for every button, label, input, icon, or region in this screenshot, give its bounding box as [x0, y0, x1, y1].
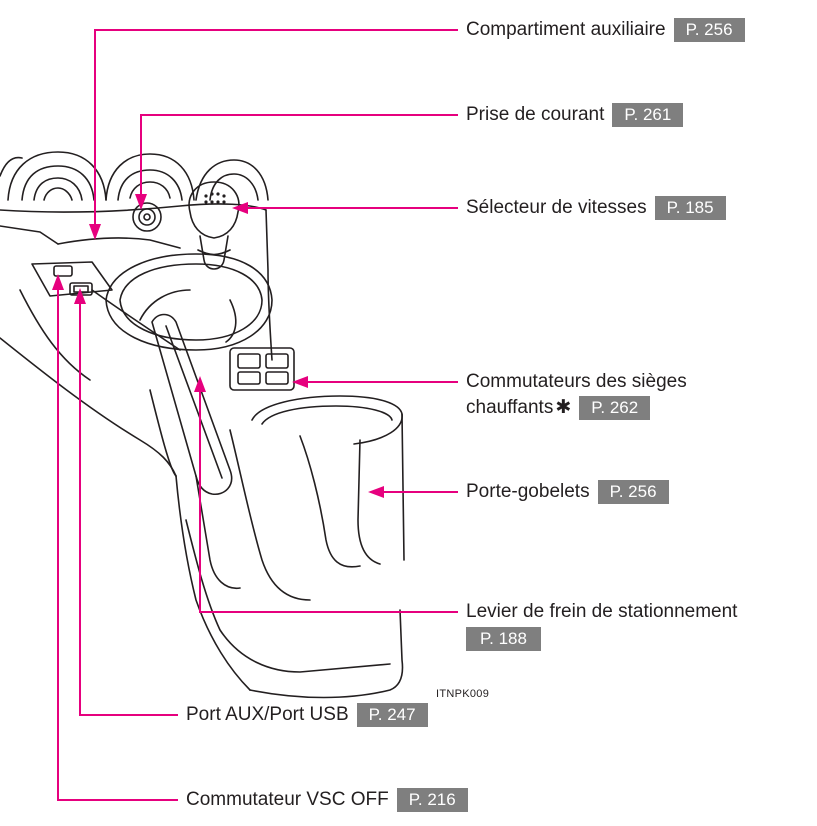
console-drawing: [0, 151, 405, 699]
page-reference: P. 262: [579, 396, 651, 420]
callout-label: Compartiment auxiliaire: [466, 19, 666, 40]
footnote-marker: ✱: [555, 397, 572, 418]
leader-auxiliary-compartment: [94, 29, 458, 232]
leader-lines: [52, 29, 458, 801]
page-reference: P. 185: [654, 196, 726, 220]
callout-label: Port AUX/Port USB: [186, 704, 349, 725]
callout-label: Porte-gobelets: [466, 481, 590, 502]
page-reference: P. 256: [673, 18, 745, 42]
leader-parking-brake: [199, 384, 458, 613]
callout-gear-selector: Sélecteur de vitesses P. 185: [466, 196, 726, 220]
page-reference: P. 216: [396, 788, 468, 812]
callout-label: Sélecteur de vitesses: [466, 197, 647, 218]
leader-power-outlet: [140, 114, 458, 202]
callout-aux-usb-port: Port AUX/Port USB P. 247: [186, 703, 428, 727]
callout-label-line2: chauffants: [466, 397, 554, 418]
callout-parking-brake: Levier de frein de stationnement P. 188: [466, 600, 737, 651]
callout-label: Levier de frein de stationnement: [466, 601, 738, 622]
page-reference: P. 261: [612, 103, 684, 127]
leader-aux-usb-port: [79, 296, 178, 716]
callout-power-outlet: Prise de courant P. 261: [466, 103, 684, 127]
callout-vsc-off-switch: Commutateur VSC OFF P. 216: [186, 788, 468, 812]
page-reference: P. 188: [466, 627, 541, 651]
page-reference: P. 247: [356, 703, 428, 727]
callout-heated-seat-switches: Commutateurs des sièges chauffants✱ P. 26…: [466, 370, 687, 420]
figure-code: ITNPK009: [436, 688, 490, 700]
callout-label: Prise de courant: [466, 104, 605, 125]
callout-auxiliary-compartment: Compartiment auxiliaire P. 256: [466, 18, 745, 42]
leader-vsc-off-switch: [57, 282, 178, 801]
page-reference: P. 256: [597, 480, 669, 504]
callout-label: Commutateur VSC OFF: [186, 789, 389, 810]
callout-label-line1: Commutateurs des sièges: [466, 371, 687, 392]
callout-cup-holders: Porte-gobelets P. 256: [466, 480, 669, 504]
